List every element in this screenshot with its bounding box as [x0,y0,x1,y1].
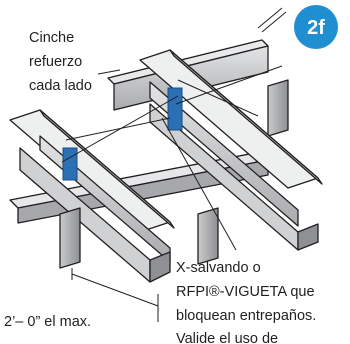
bridging-label-line4: Valide el uso de [176,331,278,344]
strap-leader-line [97,69,121,75]
bridging-label-line1: X-salvando o [176,260,261,276]
bridging-leader-line [161,117,237,251]
bridging-label-line3: bloquean entrepaños. [176,308,316,324]
post-front-left [59,207,81,269]
spacing-dimension [71,268,159,322]
strap-label-line2: refuerzo [29,54,82,70]
bridging-label-line2: RFPI®-VIGUETA que [176,284,315,300]
joist-left [9,109,175,283]
step-badge-label: 2f [307,17,325,39]
strap-label-line3: cada lado [29,78,92,94]
spacing-label: 2’– 0” el max. [4,314,91,330]
post-front-center [197,207,219,265]
step-badge-circle [294,5,338,49]
joist-right [139,49,323,251]
step-badge: 2f [294,5,338,49]
x-bridging [61,7,287,163]
strap-label-line1: Cinche [29,30,74,46]
post-back-right [267,79,289,137]
